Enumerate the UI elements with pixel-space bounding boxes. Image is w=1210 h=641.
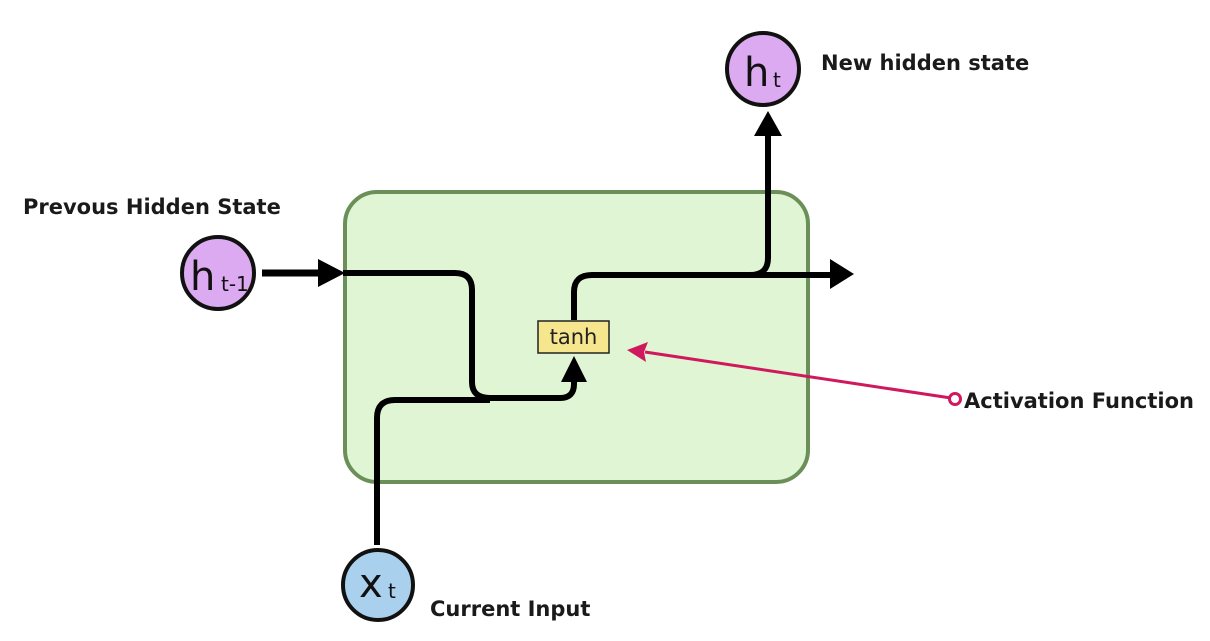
new-hidden-node-sub: t bbox=[773, 68, 781, 92]
output-right-arrowhead bbox=[830, 259, 854, 289]
prev-hidden-node: h t-1 bbox=[180, 235, 256, 311]
prev-hidden-node-sub: t-1 bbox=[221, 272, 249, 296]
activation-annotation-line bbox=[644, 350, 952, 400]
current-input-node-main: x bbox=[359, 561, 383, 607]
prev-hidden-arrowhead bbox=[318, 259, 345, 287]
prev-hidden-flow-line bbox=[343, 270, 577, 401]
current-input-node: x t bbox=[341, 548, 415, 622]
input-flow-line bbox=[374, 397, 490, 545]
output-up-arrowhead bbox=[754, 111, 782, 136]
prev-hidden-node-main: h bbox=[190, 254, 215, 300]
new-hidden-state-label: New hidden state bbox=[821, 51, 1029, 75]
activation-annotation-arrowhead bbox=[627, 342, 648, 362]
current-input-label: Current Input bbox=[430, 597, 590, 621]
current-input-node-sub: t bbox=[388, 579, 396, 603]
new-hidden-node: h t bbox=[725, 31, 801, 107]
tanh-output-line bbox=[571, 135, 771, 320]
activation-annotation-dot bbox=[948, 392, 962, 406]
tanh-input-arrowhead bbox=[561, 356, 587, 382]
prev-hidden-state-label: Prevous Hidden State bbox=[23, 195, 281, 219]
new-hidden-node-main: h bbox=[744, 50, 769, 96]
tanh-function-box: tanh bbox=[537, 320, 610, 354]
tanh-label: tanh bbox=[550, 325, 598, 349]
activation-function-label: Activation Function bbox=[964, 389, 1194, 413]
